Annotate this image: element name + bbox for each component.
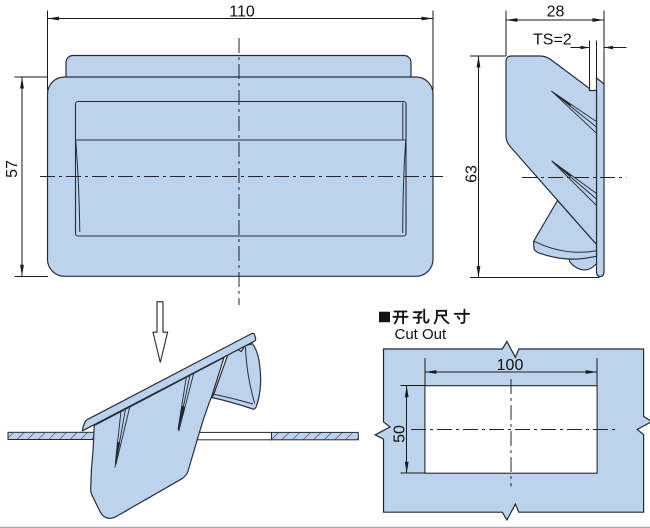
svg-text:57: 57 [4,160,21,178]
svg-text:110: 110 [229,4,255,21]
svg-text:TS=2: TS=2 [533,32,572,49]
svg-text:63: 63 [464,165,481,183]
svg-text:100: 100 [497,357,524,374]
svg-text:50: 50 [392,425,409,443]
svg-text:28: 28 [547,4,565,21]
svg-text:Cut Out: Cut Out [395,326,448,343]
